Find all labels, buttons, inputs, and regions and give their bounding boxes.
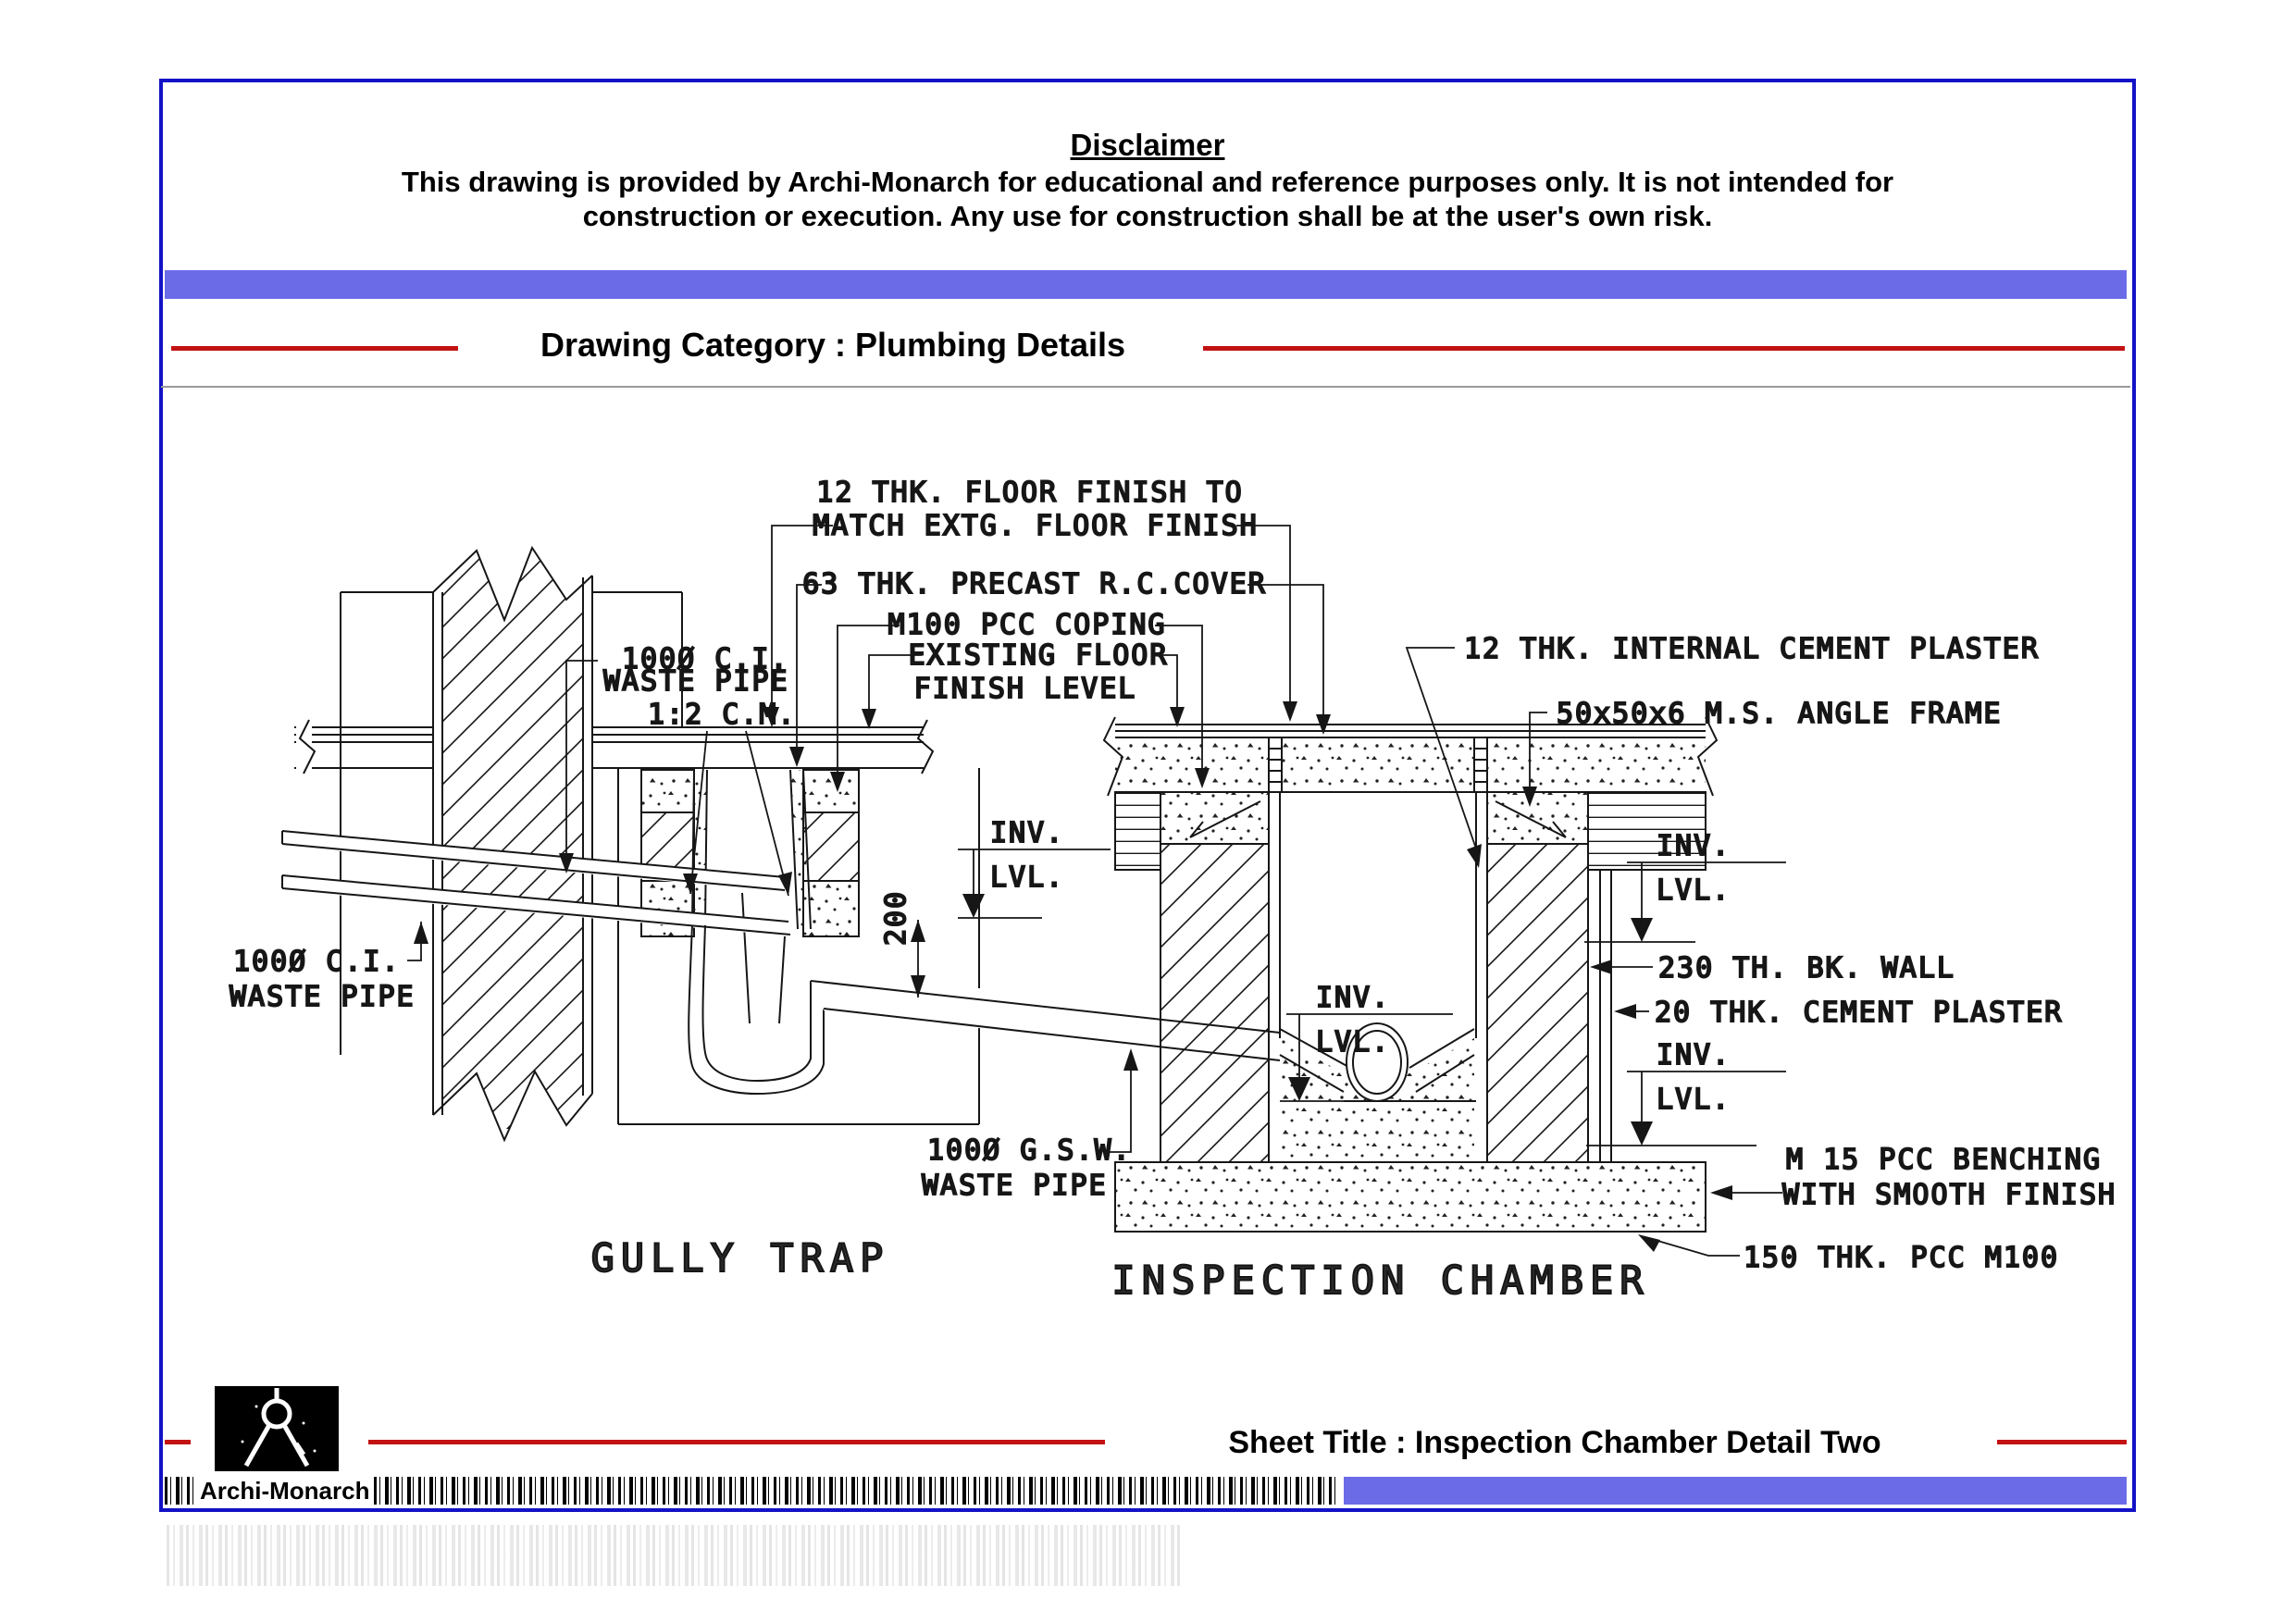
drafting-compass-icon [241,1388,316,1468]
inv-label: INV. [1657,830,1731,862]
lvl-label: LVL. [990,861,1064,894]
annotation-existing-floor-1: EXISTING FLOOR [909,639,1169,672]
gully-trap-title: GULLY TRAP [591,1235,890,1281]
dimension-200-text: 200 [880,890,912,946]
disclaimer-line2: construction or execution. Any use for c… [582,200,1713,232]
inv-label: INV. [1657,1039,1731,1072]
lvl-label: LVL. [1657,1084,1731,1116]
annotation-benching-1: M 15 PCC BENCHING [1786,1144,2102,1176]
inspection-chamber [1102,716,1719,1233]
annotation-texts: 12 THK. FLOOR FINISH TO MATCH EXTG. FLOO… [229,476,2116,1304]
category-rule-left [171,346,458,351]
annotation-cement-plaster: 20 THK. CEMENT PLASTER [1655,997,2063,1029]
inv-lvl-marker-right-upper: INV. LVL. [1584,829,1786,943]
accent-bar [165,270,2127,299]
watermark-bottom [167,1525,1180,1586]
annotation-brick-wall: 230 TH. BK. WALL [1658,952,1955,985]
inv-lvl-marker-right-lower: INV. LVL. [1586,1038,1786,1146]
disclaimer-title: Disclaimer [1070,128,1225,162]
inv-lvl-marker-chamber: INV. LVL. [1280,981,1453,1102]
category-heading: Drawing Category : Plumbing Details [540,326,1126,364]
disclaimer-line1: This drawing is provided by Archi-Monarc… [401,166,1894,198]
annotation-pcc-coping: M100 PCC COPING [888,609,1167,641]
drawing-geometry: INV. LVL. INV. LVL. INV. LVL. [229,476,2116,1304]
dimension-200: 200 [879,889,925,997]
leader-lines [407,525,1782,1257]
brand-name: Archi-Monarch [200,1477,370,1505]
inspection-chamber-title: INSPECTION CHAMBER [1111,1258,1649,1303]
lvl-label: LVL. [1316,1026,1390,1059]
annotation-rc-cover: 63 THK. PRECAST R.C.COVER [802,568,1267,601]
footer-rule-dash [165,1440,191,1444]
annotation-existing-floor-2: FINISH LEVEL [914,673,1137,705]
annotation-ci-pipe-left-2: WASTE PIPE [230,981,416,1013]
inv-lvl-marker-gully: INV. LVL. [958,816,1111,919]
annotation-floor-finish-2: MATCH EXTG. FLOOR FINISH [813,510,1258,542]
barcode-main [374,1477,1340,1505]
annotation-ci-pipe-left-1: 100Ø C.I. [233,946,401,978]
annotation-pcc-m100: 150 THK. PCC M100 [1744,1242,2059,1274]
archi-monarch-logo [215,1386,339,1471]
annotation-gsw-pipe-2: WASTE PIPE [922,1170,1108,1202]
annotation-ci-pipe-top-2: WASTE PIPE [603,665,789,698]
annotation-gsw-pipe-1: 100Ø G.S.W. [927,1134,1132,1167]
header-divider [161,386,2130,388]
annotation-angle-frame: 50x50x6 M.S. ANGLE FRAME [1557,698,2002,730]
footer-rule-left [368,1440,1105,1444]
barcode-accent-bar [1344,1477,2127,1505]
annotation-benching-2: WITH SMOOTH FINISH [1782,1179,2116,1211]
barcode-left [165,1477,194,1505]
left-masonry-wall [340,518,683,1168]
inv-label: INV. [990,817,1064,849]
annotation-internal-plaster: 12 THK. INTERNAL CEMENT PLASTER [1464,633,2040,665]
footer-rule-right [1997,1440,2127,1444]
invert-level-markers: INV. LVL. INV. LVL. INV. LVL. [958,816,1786,1146]
lvl-label: LVL. [1657,874,1731,907]
annotation-ci-pipe-top-1: 100Ø C.I. [622,643,789,675]
category-rule-right [1203,346,2125,351]
annotation-floor-finish-1: 12 THK. FLOOR FINISH TO [816,477,1243,509]
inv-label: INV. [1316,982,1390,1014]
sheet-title: Sheet Title : Inspection Chamber Detail … [1228,1425,1881,1460]
annotation-cement-mortar: 1:2 C.M. [648,699,797,731]
floor-finish-left [294,719,935,774]
arrowheads [414,701,1732,1252]
